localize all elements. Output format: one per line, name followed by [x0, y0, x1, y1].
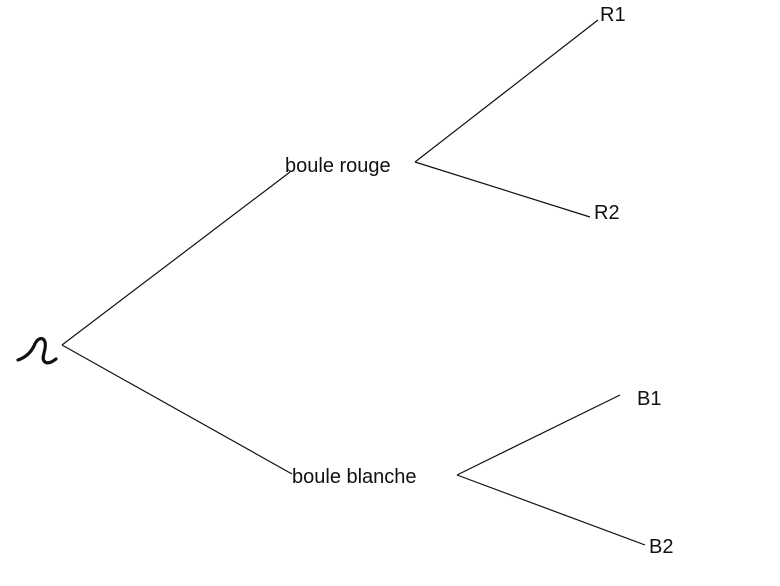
node-r2: R2	[594, 202, 620, 224]
node-boule-blanche: boule blanche	[292, 466, 417, 488]
edge-boule-rouge-to-r1	[414, 19, 599, 163]
node-b1: B1	[637, 388, 662, 410]
edge-root-to-boule-rouge	[61, 171, 291, 346]
edge-boule-blanche-to-b2	[456, 474, 646, 546]
node-b2: B2	[649, 536, 674, 558]
node-r1: R1	[600, 4, 626, 26]
edge-root-to-boule-blanche	[61, 344, 293, 475]
edge-boule-rouge-to-r2	[414, 161, 591, 218]
node-boule-rouge: boule rouge	[285, 155, 391, 177]
edge-boule-blanche-to-b1	[456, 394, 621, 476]
omega-handwritten-icon	[16, 336, 58, 365]
